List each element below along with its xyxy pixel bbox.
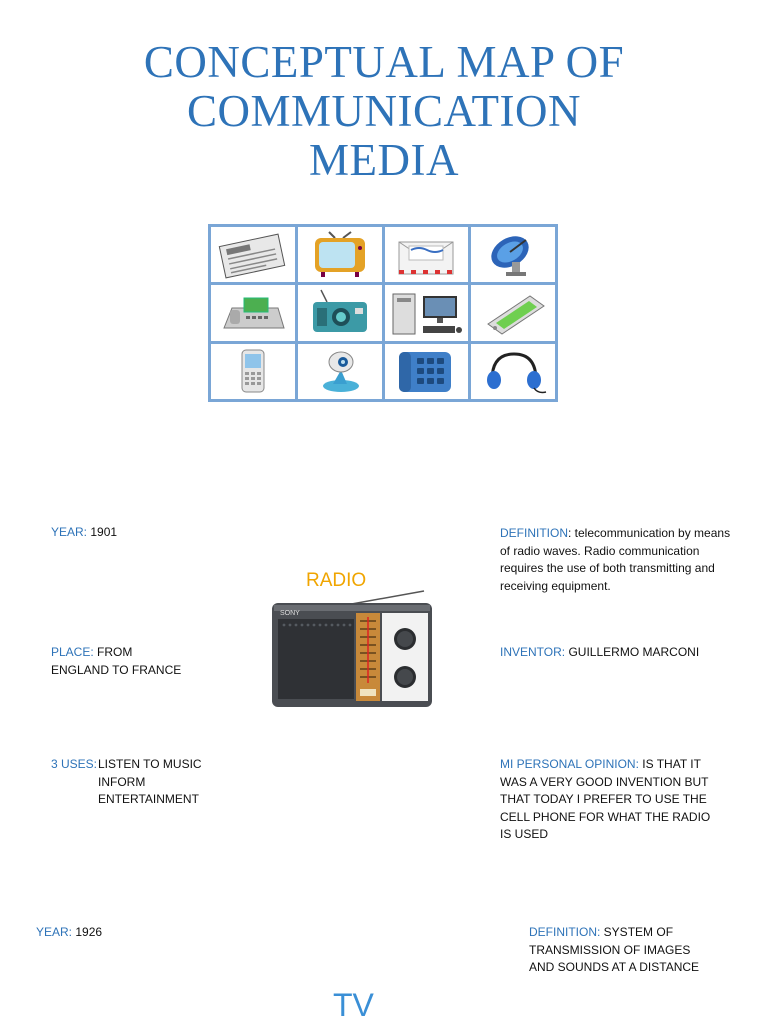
envelope-icon [384, 227, 469, 283]
radio-place-value-2: ENGLAND TO FRANCE [51, 662, 182, 677]
television-icon [297, 227, 382, 283]
radio-place-key: PLACE: [51, 645, 94, 659]
radio-use-item: INFORM [98, 774, 146, 789]
cell-phone-icon [211, 343, 295, 399]
tv-year-value: 1926 [75, 925, 103, 939]
radio-opinion: MI PERSONAL OPINION: IS THAT IT WAS A VE… [500, 756, 710, 844]
title-line-2: COMMUNICATION [186, 86, 581, 136]
radio-opinion-line: CELL PHONE FOR WHAT THE RADIO [500, 809, 711, 824]
radio-opinion-key: MI PERSONAL OPINION: [500, 757, 639, 771]
radio-brand: SONY [280, 610, 300, 617]
headphones-icon [471, 343, 555, 399]
radio-definition-line: requires the use of both transmitting an… [500, 561, 715, 575]
radio-inventor: INVENTOR: GUILLERMO MARCONI [500, 644, 699, 662]
radio-place: PLACE: FROM ENGLAND TO FRANCE [51, 644, 181, 679]
radio-definition-line: of radio waves. Radio communication [500, 543, 700, 558]
radio-opinion-line: IS USED [500, 827, 549, 841]
radio-year-key: YEAR: [51, 525, 88, 539]
tablet-icon [471, 285, 555, 341]
newspaper-icon [211, 227, 295, 283]
radio-year-value: 1901 [90, 525, 118, 539]
radio-uses: 3 USES: [51, 756, 97, 774]
radio-place-value-1: FROM [97, 645, 133, 659]
radio-inventor-value: GUILLERMO MARCONI [568, 645, 700, 659]
radio-definition-line: : telecommunication by means [568, 526, 731, 540]
radio-opinion-line: IS THAT IT [638, 757, 701, 771]
telephone-icon [384, 343, 469, 399]
radio-definition: DEFINITION: telecommunication by means o… [500, 525, 730, 595]
title-line-3: MEDIA [309, 135, 459, 185]
media-icon-collage [208, 224, 558, 402]
tv-definition-line: TRANSMISSION OF IMAGES [529, 942, 691, 957]
radio-uses-key: 3 USES: [51, 757, 98, 771]
page-title: CONCEPTUAL MAP OF COMMUNICATION MEDIA [0, 38, 768, 185]
desktop-computer-icon [384, 285, 469, 341]
fax-machine-icon [211, 285, 295, 341]
satellite-dish-icon [471, 227, 555, 283]
tv-definition-line: AND SOUNDS AT A DISTANCE [529, 960, 700, 974]
tv-definition-line: SYSTEM OF [600, 925, 674, 939]
tv-year: YEAR: 1926 [36, 924, 102, 942]
tv-definition-key: DEFINITION: [529, 925, 601, 939]
radio-use-item: ENTERTAINMENT [98, 792, 199, 806]
radio-image: SONY [272, 590, 432, 707]
webcam-icon [297, 343, 382, 399]
tv-year-key: YEAR: [36, 925, 73, 939]
radio-heading: RADIO [306, 570, 367, 591]
radio-icon [297, 285, 382, 341]
title-line-1: CONCEPTUAL MAP OF [143, 37, 625, 87]
radio-opinion-line: WAS A VERY GOOD INVENTION BUT [500, 774, 709, 789]
tv-definition: DEFINITION: SYSTEM OF TRANSMISSION OF IM… [529, 924, 699, 977]
radio-use-item: LISTEN TO MUSIC [98, 757, 202, 771]
radio-opinion-line: THAT TODAY I PREFER TO USE THE [500, 792, 707, 806]
radio-definition-line: receiving equipment. [500, 578, 611, 593]
radio-uses-list: LISTEN TO MUSIC INFORM ENTERTAINMENT [98, 756, 202, 809]
radio-inventor-key: INVENTOR: [500, 645, 566, 659]
tv-heading: TV [333, 987, 374, 1023]
radio-year: YEAR: 1901 [51, 524, 117, 542]
radio-definition-key: DEFINITION [500, 526, 568, 540]
